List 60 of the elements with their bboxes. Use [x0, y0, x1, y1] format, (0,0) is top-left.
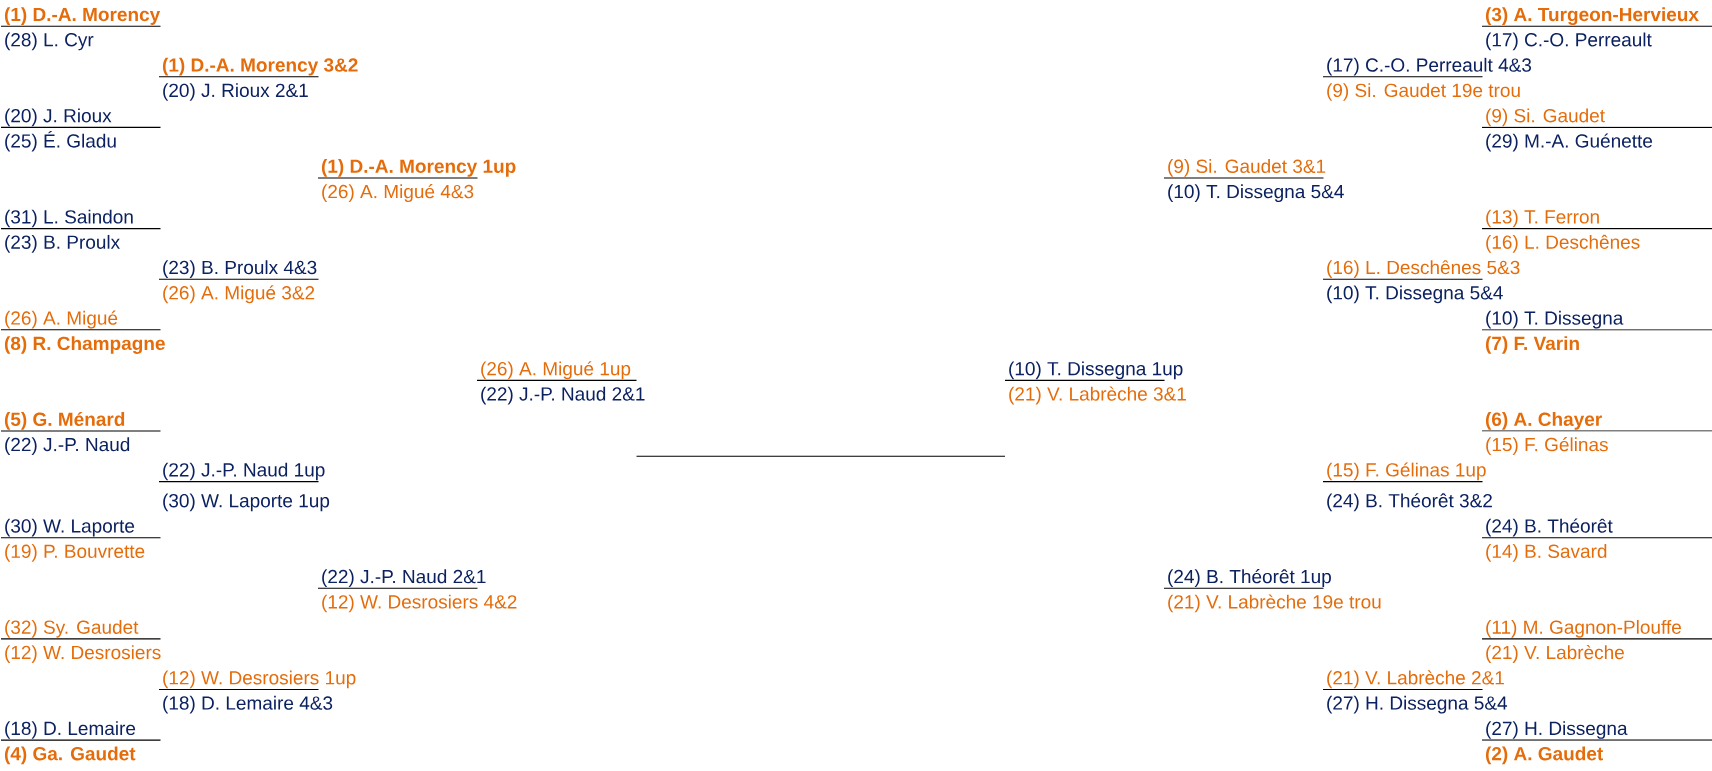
player-name: (12) W. Desrosiers 1up [163, 670, 356, 689]
player-name: (26) A. Migué 3&2 [163, 285, 315, 304]
player-name: (12) W. Desrosiers 4&2 [322, 594, 517, 613]
player-name: (25) É. Gladu [5, 131, 116, 152]
player-name: (1) D.-A. Morency [4, 7, 161, 25]
player-name: (5) G. Ménard [4, 411, 125, 430]
player-name: (6) A. Chayer [1485, 412, 1602, 430]
player-name: (16) L. Deschênes 5&3 [1327, 260, 1520, 278]
player-name: (32) Sy. Gaudet [5, 619, 139, 638]
player-name: (16) L. Deschênes [1486, 234, 1640, 253]
player-name: (27) H. Dissegna 5&4 [1327, 695, 1508, 714]
player-name: (2) A. Gaudet [1485, 746, 1603, 765]
player-name: (22) J.-P. Naud [5, 437, 130, 456]
player-name: (12) W. Desrosiers [5, 645, 161, 663]
player-name: (18) D. Lemaire 4&3 [163, 695, 333, 714]
player-name: (7) F. Varin [1485, 336, 1579, 354]
player-name: (9) Si. Gaudet 3&1 [1168, 159, 1326, 177]
player-name: (4) Ga. Gaudet [4, 746, 136, 765]
player-name: (21) V. Labrèche 2&1 [1327, 670, 1504, 689]
player-name: (30) W. Laporte 1up [163, 493, 330, 512]
player-name: (9) Si. Gaudet 19e trou [1327, 83, 1520, 101]
player-name: (23) B. Proulx [5, 234, 120, 253]
player-name: (9) Si. Gaudet [1486, 108, 1605, 127]
player-name: (20) J. Rioux [5, 108, 112, 127]
player-name: (26) A. Migué 1up [481, 361, 631, 380]
player-name: (13) T. Ferron [1486, 209, 1599, 228]
player-name: (14) B. Savard [1486, 544, 1607, 562]
player-name: (23) B. Proulx 4&3 [163, 260, 317, 278]
player-name: (29) M.-A. Guénette [1486, 133, 1653, 152]
player-name: (26) A. Migué 4&3 [322, 184, 474, 203]
player-name: (1) D.-A. Morency 1up [321, 159, 516, 177]
player-name: (10) T. Dissegna 5&4 [1168, 184, 1344, 203]
player-name: (26) A. Migué [5, 310, 118, 329]
player-name: (24) B. Théorêt 1up [1168, 569, 1331, 588]
player-name: (24) B. Théorêt 3&2 [1327, 493, 1492, 512]
player-name: (17) C.-O. Perreault [1486, 32, 1652, 51]
player-name: (3) A. Turgeon-Hervieux [1485, 7, 1699, 26]
player-name: (30) W. Laporte [5, 518, 135, 537]
player-name: (28) L. Cyr [5, 32, 94, 51]
player-name: (22) J.-P. Naud 2&1 [481, 386, 645, 405]
player-name: (21) V. Labrèche 19e trou [1168, 594, 1381, 613]
player-name: (8) R. Champagne [4, 336, 165, 354]
player-name: (17) C.-O. Perreault 4&3 [1327, 57, 1532, 76]
player-name: (15) F. Gélinas [1486, 437, 1608, 456]
player-name: (24) B. Théorêt [1486, 518, 1613, 537]
player-name: (20) J. Rioux 2&1 [163, 83, 308, 101]
player-name: (19) P. Bouvrette [5, 544, 145, 562]
player-name: (27) H. Dissegna [1486, 721, 1628, 739]
player-name: (15) F. Gélinas 1up [1327, 462, 1486, 481]
player-name: (10) T. Dissegna 1up [1009, 361, 1183, 380]
player-name: (22) J.-P. Naud 2&1 [322, 569, 486, 588]
player-name: (10) T. Dissegna 5&4 [1327, 285, 1503, 304]
player-name: (21) V. Labrèche 3&1 [1009, 386, 1186, 405]
player-name: (22) J.-P. Naud 1up [163, 462, 325, 481]
player-name: (11) M. Gagnon-Plouffe [1486, 619, 1681, 638]
player-name: (31) L. Saindon [5, 209, 133, 228]
player-name: (18) D. Lemaire [5, 721, 136, 739]
player-name: (10) T. Dissegna [1486, 310, 1624, 329]
player-name: (21) V. Labrèche [1486, 645, 1624, 663]
player-name: (1) D.-A. Morency 3&2 [162, 57, 358, 76]
